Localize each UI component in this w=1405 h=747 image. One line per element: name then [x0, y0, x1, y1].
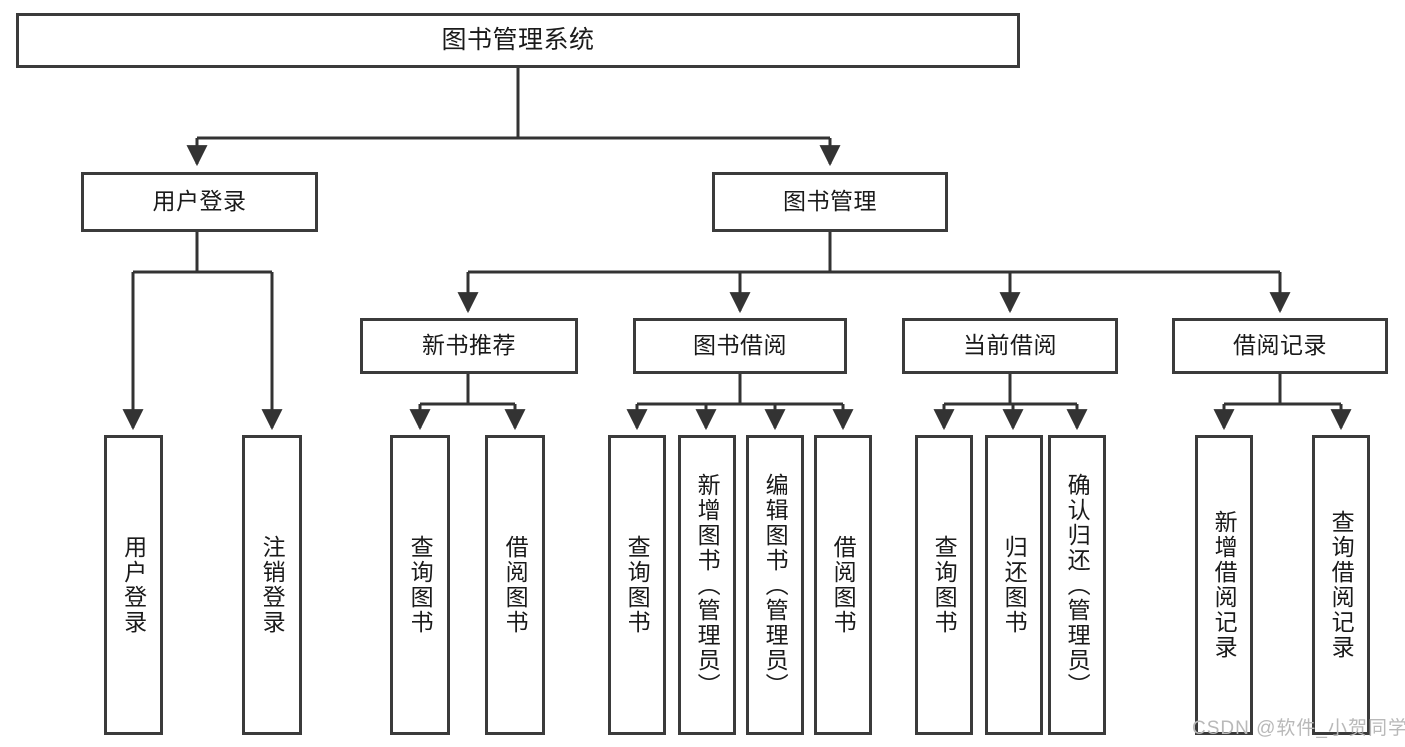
- node-book-borrow-label: 图书借阅: [693, 332, 787, 359]
- node-leaf-query-borrow-record[interactable]: 查询借阅记录: [1312, 435, 1370, 735]
- node-leaf-edit-book-label: 编辑图书（管理员）: [762, 472, 789, 698]
- watermark-text: CSDN @软件_小贺同学: [1192, 718, 1405, 739]
- node-leaf-query-book-current[interactable]: 查询图书: [915, 435, 973, 735]
- node-leaf-return-book-label: 归还图书: [1001, 535, 1028, 635]
- node-leaf-add-book-label: 新增图书（管理员）: [694, 472, 721, 698]
- node-leaf-borrow-book-recommendation-label: 借阅图书: [502, 535, 529, 635]
- node-leaf-confirm-return-label: 确认归还（管理员）: [1064, 472, 1091, 698]
- node-user-login[interactable]: 用户登录: [81, 172, 318, 232]
- node-new-book-recommendation[interactable]: 新书推荐: [360, 318, 578, 374]
- node-current-borrow-label: 当前借阅: [963, 332, 1057, 359]
- node-borrow-record[interactable]: 借阅记录: [1172, 318, 1388, 374]
- node-leaf-query-book-borrow-label: 查询图书: [624, 535, 651, 635]
- node-leaf-query-book-recommendation-label: 查询图书: [407, 535, 434, 635]
- node-leaf-logout-label: 注销登录: [259, 535, 286, 635]
- node-book-manage[interactable]: 图书管理: [712, 172, 948, 232]
- node-leaf-query-borrow-record-label: 查询借阅记录: [1328, 510, 1355, 660]
- node-leaf-confirm-return[interactable]: 确认归还（管理员）: [1048, 435, 1106, 735]
- node-root[interactable]: 图书管理系统: [16, 13, 1020, 68]
- node-leaf-add-borrow-record-label: 新增借阅记录: [1211, 510, 1238, 660]
- node-leaf-query-book-borrow[interactable]: 查询图书: [608, 435, 666, 735]
- node-leaf-borrow-book-borrow-label: 借阅图书: [830, 535, 857, 635]
- node-leaf-add-borrow-record[interactable]: 新增借阅记录: [1195, 435, 1253, 735]
- node-book-manage-label: 图书管理: [783, 188, 877, 215]
- node-leaf-user-login-label: 用户登录: [120, 535, 147, 635]
- node-leaf-borrow-book-borrow[interactable]: 借阅图书: [814, 435, 872, 735]
- node-current-borrow[interactable]: 当前借阅: [902, 318, 1118, 374]
- node-leaf-borrow-book-recommendation[interactable]: 借阅图书: [485, 435, 545, 735]
- node-book-borrow[interactable]: 图书借阅: [633, 318, 847, 374]
- node-leaf-query-book-current-label: 查询图书: [931, 535, 958, 635]
- node-leaf-user-login[interactable]: 用户登录: [104, 435, 163, 735]
- node-user-login-label: 用户登录: [152, 188, 247, 215]
- node-leaf-add-book[interactable]: 新增图书（管理员）: [678, 435, 736, 735]
- node-leaf-logout[interactable]: 注销登录: [242, 435, 302, 735]
- node-root-label: 图书管理系统: [441, 25, 595, 54]
- node-leaf-query-book-recommendation[interactable]: 查询图书: [390, 435, 450, 735]
- node-leaf-edit-book[interactable]: 编辑图书（管理员）: [746, 435, 804, 735]
- node-leaf-return-book[interactable]: 归还图书: [985, 435, 1043, 735]
- node-new-book-recommendation-label: 新书推荐: [422, 332, 516, 359]
- node-borrow-record-label: 借阅记录: [1233, 332, 1327, 359]
